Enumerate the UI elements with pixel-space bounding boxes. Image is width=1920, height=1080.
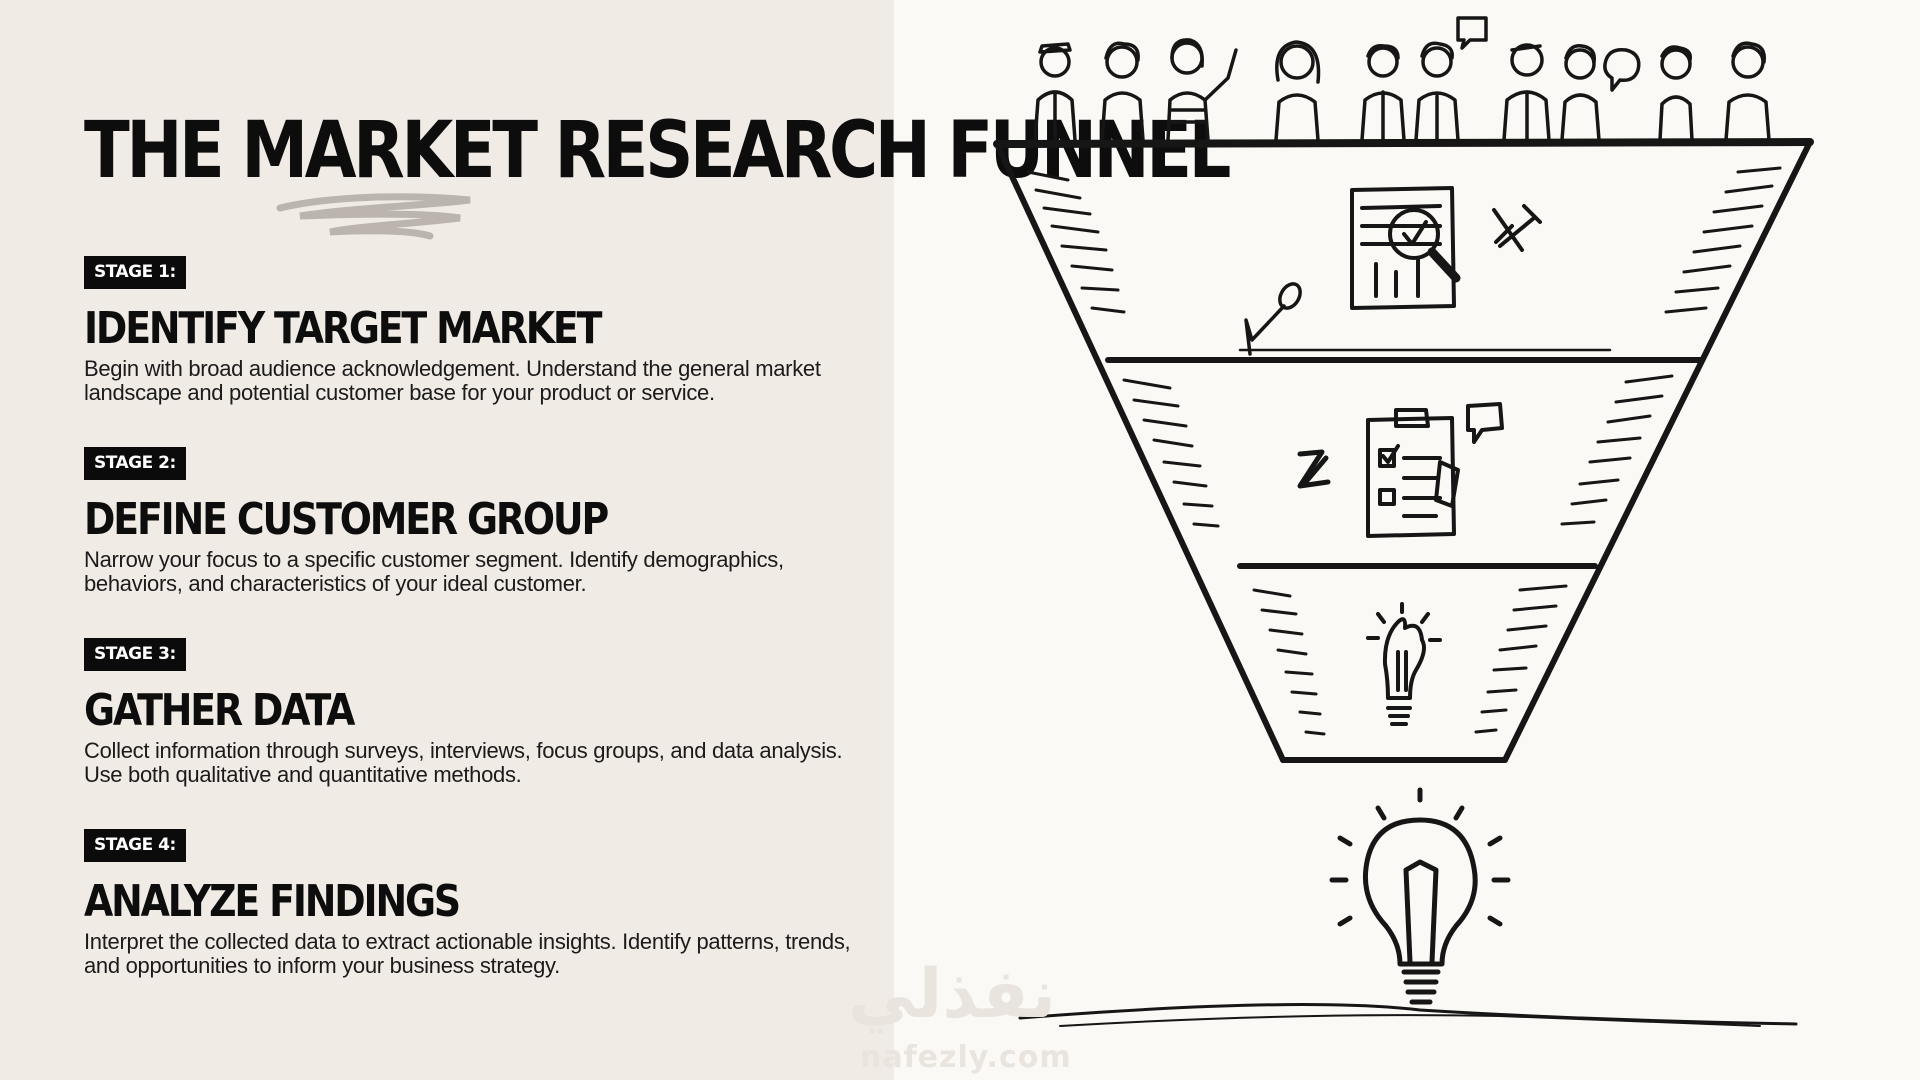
speech-bubble-icon [1603, 47, 1641, 92]
stage-description: Begin with broad audience acknowledgemen… [84, 356, 821, 405]
stage-2: STAGE 2: DEFINE CUSTOMER GROUP Narrow yo… [84, 447, 844, 596]
stage-description: Collect information through surveys, int… [84, 738, 843, 787]
large-lightbulb-icon [1329, 787, 1511, 1005]
stage-badge: STAGE 4: [84, 829, 186, 862]
stage-heading: DEFINE CUSTOMER GROUP [84, 494, 609, 545]
person-icon [1724, 41, 1771, 142]
person-icon [1560, 44, 1601, 142]
person-icon [1502, 43, 1551, 142]
stage-badge: STAGE 3: [84, 638, 186, 671]
stage-heading: GATHER DATA [84, 685, 355, 736]
speech-bubble-icon [1456, 16, 1488, 50]
stage-4: STAGE 4: ANALYZE FINDINGS Interpret the … [84, 829, 851, 978]
person-icon [1658, 45, 1694, 142]
funnel-illustration [993, 16, 1814, 1027]
funnel-icon [993, 138, 1814, 763]
ground-line [1018, 1003, 1798, 1027]
magnifier-chart-icon [1350, 186, 1461, 310]
left-text-panel [0, 0, 894, 1080]
speech-bubble-icon [1466, 402, 1504, 444]
people-crowd-icon [1033, 16, 1771, 142]
person-icon [1414, 41, 1460, 142]
person-icon [1033, 42, 1077, 142]
pin-icon [1244, 282, 1302, 356]
clipboard-checklist-icon [1366, 408, 1460, 538]
person-icon [1360, 43, 1406, 142]
stage-badge: STAGE 2: [84, 447, 186, 480]
person-icon [1274, 40, 1321, 142]
watermark-logo: نفذلي [848, 955, 1057, 1034]
person-icon [1100, 41, 1145, 142]
stage-description: Narrow your focus to a specific customer… [84, 547, 784, 596]
stage-description: Interpret the collected data to extract … [84, 929, 851, 978]
arrow-icon [1297, 449, 1331, 489]
person-icon [1166, 38, 1238, 142]
stage-1: STAGE 1: IDENTIFY TARGET MARKET Begin wi… [84, 256, 844, 405]
stage-heading: ANALYZE FINDINGS [84, 876, 461, 927]
page-title: THE MARKET RESEARCH FUNNEL [84, 106, 1231, 196]
stage-badge: STAGE 1: [84, 256, 186, 289]
stage-heading: IDENTIFY TARGET MARKET [84, 303, 602, 354]
stage-3: STAGE 3: GATHER DATA Collect information… [84, 638, 844, 787]
watermark-url: nafezly.com [860, 1040, 1072, 1075]
title-underline-scribble [276, 193, 471, 240]
arrows-icon [1492, 204, 1542, 252]
lightbulb-icon [1366, 602, 1442, 726]
